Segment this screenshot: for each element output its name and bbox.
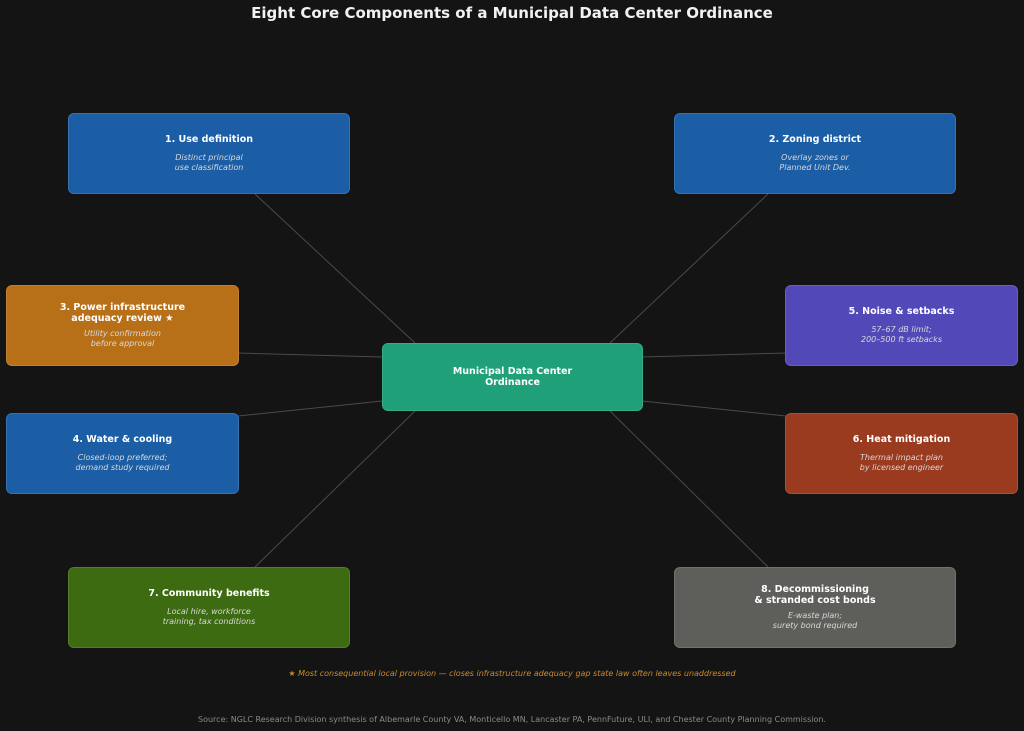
component-description: 57–67 dB limit; 200–500 ft setbacks [861, 325, 942, 344]
component-description: Utility confirmation before approval [84, 329, 161, 348]
source-note: Source: NGLC Research Division synthesis… [198, 715, 826, 724]
component-description: Overlay zones or Planned Unit Dev. [779, 153, 851, 172]
diagram-title: Eight Core Components of a Municipal Dat… [251, 4, 773, 22]
component-community-benefits: 7. Community benefits Local hire, workfo… [68, 567, 350, 648]
component-label: 3. Power infrastructure adequacy review … [59, 302, 186, 324]
component-description: E-waste plan; surety bond required [772, 611, 858, 630]
component-label: 2. Zoning district [768, 134, 862, 145]
footnote: ★ Most consequential local provision — c… [288, 669, 736, 678]
center-node-label: Municipal Data Center Ordinance [452, 366, 573, 388]
component-label: 1. Use definition [164, 134, 254, 145]
component-zoning-district: 2. Zoning district Overlay zones or Plan… [674, 113, 956, 194]
connector-7 [254, 410, 416, 568]
connector-4 [237, 400, 383, 417]
component-use-definition: 1. Use definition Distinct principal use… [68, 113, 350, 194]
component-description: Distinct principal use classification [174, 153, 244, 172]
component-label: 6. Heat mitigation [852, 434, 951, 445]
component-description: Closed-loop preferred; demand study requ… [75, 453, 170, 472]
connector-8 [609, 410, 769, 568]
component-label: 4. Water & cooling [72, 434, 173, 445]
connector-6 [641, 400, 787, 417]
component-description: Thermal impact plan by licensed engineer [859, 453, 944, 472]
component-heat-mitigation: 6. Heat mitigation Thermal impact plan b… [785, 413, 1018, 494]
connector-2 [609, 193, 769, 344]
center-node: Municipal Data Center Ordinance [382, 343, 643, 411]
connector-5 [641, 352, 787, 358]
connector-1 [254, 193, 416, 344]
component-description: Local hire, workforce training, tax cond… [162, 607, 256, 626]
component-label: 8. Decommissioning & stranded cost bonds [754, 584, 876, 606]
component-label: 5. Noise & setbacks [848, 306, 955, 317]
component-power-infrastructure: 3. Power infrastructure adequacy review … [6, 285, 239, 366]
component-decommissioning: 8. Decommissioning & stranded cost bonds… [674, 567, 956, 648]
component-label: 7. Community benefits [148, 588, 270, 599]
connector-3 [237, 352, 383, 358]
component-water-cooling: 4. Water & cooling Closed-loop preferred… [6, 413, 239, 494]
component-noise-setbacks: 5. Noise & setbacks 57–67 dB limit; 200–… [785, 285, 1018, 366]
